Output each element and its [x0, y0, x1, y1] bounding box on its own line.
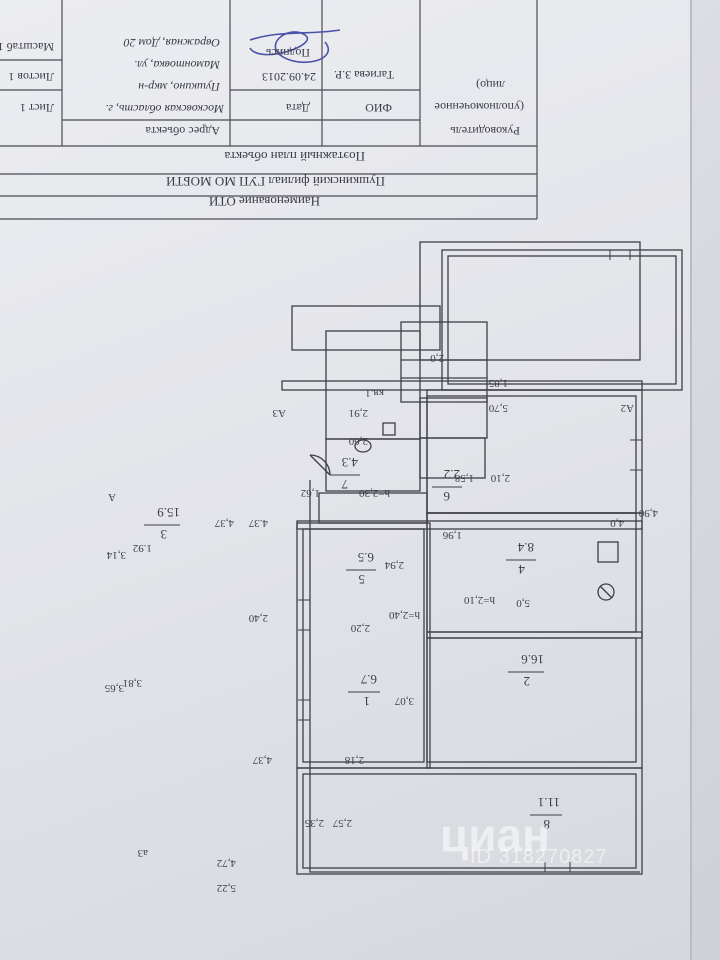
toilet-symbol [354, 439, 372, 453]
dim-4-37-top-b: 4.37 [248, 517, 268, 529]
dim-2-0: 2,0 [430, 352, 444, 364]
room-6-area: 2.2 [444, 467, 460, 482]
dim-4-37-top: 4,37 [214, 517, 234, 529]
dim-4-90: 4,90 [638, 507, 658, 519]
signature-mark [249, 29, 341, 64]
dim-3-81: 3,81 [123, 677, 142, 689]
height-2-30: h=2,30 [359, 487, 390, 499]
room-5-area: 6.5 [358, 550, 374, 565]
dim-1-62: 1,62 [301, 487, 320, 499]
dim-3-07: 3,07 [394, 695, 414, 707]
dim-2-18: 2,18 [344, 754, 364, 766]
sink-symbol [382, 422, 396, 436]
dim-1-92: 1.92 [133, 542, 152, 554]
sink-circle-symbol [597, 583, 615, 601]
dim-3-65: 3,65 [104, 682, 124, 694]
dim-4-0: 4,0 [610, 517, 624, 529]
dim-2-94: 2,94 [384, 559, 404, 571]
dim-2-10: 2,10 [490, 472, 510, 484]
room-6-number: 6 [443, 489, 450, 504]
dim-2-40: 2,40 [248, 612, 268, 624]
dim-2-60: 2,60 [348, 435, 368, 447]
apartment-label: кв.1 [365, 387, 384, 399]
room-8-area: 11.1 [538, 795, 560, 810]
room-4-area: 8.4 [517, 540, 534, 555]
paper-sheet [0, 0, 692, 960]
height-2-10: h=2,10 [464, 594, 495, 606]
watermark-brand: циан [440, 809, 550, 861]
room-1-area: 6.7 [360, 672, 377, 687]
room-3-number: 3 [161, 527, 168, 542]
room-2-area: 16.6 [521, 652, 544, 667]
room-7-number: 7 [341, 477, 348, 492]
room-1-number: 1 [364, 694, 371, 709]
room-3-area: 15.9 [157, 505, 180, 520]
axis-a-label: А [108, 491, 116, 503]
room-7-area: 4.3 [342, 455, 358, 470]
room-8-number: 8 [544, 817, 551, 832]
room-5-number: 5 [359, 572, 366, 587]
room-4-number: 4 [518, 562, 525, 577]
dim-1-96: 1,96 [442, 529, 462, 541]
axis-a2-label: А2 [621, 402, 634, 414]
axis-a3-label: А3 [272, 407, 286, 419]
dim-3-14: 3,14 [106, 549, 126, 561]
dim-5-22: 5,22 [217, 882, 236, 894]
dim-2-57: 2,57 [332, 817, 352, 829]
dim-2-91: 2,91 [349, 407, 368, 419]
dim-2-20: 2,20 [350, 622, 370, 634]
dim-5-0: 5,0 [516, 597, 530, 609]
stove-symbol [597, 541, 619, 563]
dim-4-72: 4,72 [217, 857, 236, 869]
room-2-number: 2 [524, 674, 531, 689]
dim-5-70: 5,70 [488, 402, 508, 414]
dim-1-85: 1,85 [488, 377, 508, 389]
window-a3-label: а3 [137, 847, 148, 859]
height-2-40: h=2,40 [389, 609, 420, 621]
dim-1-58: 1,58 [454, 472, 474, 484]
dim-2-35: 2,35 [304, 817, 324, 829]
watermark-id: ID 318270827 [470, 846, 608, 868]
dim-4-37-bottom: 4,37 [252, 754, 272, 766]
door-arc [309, 454, 331, 476]
